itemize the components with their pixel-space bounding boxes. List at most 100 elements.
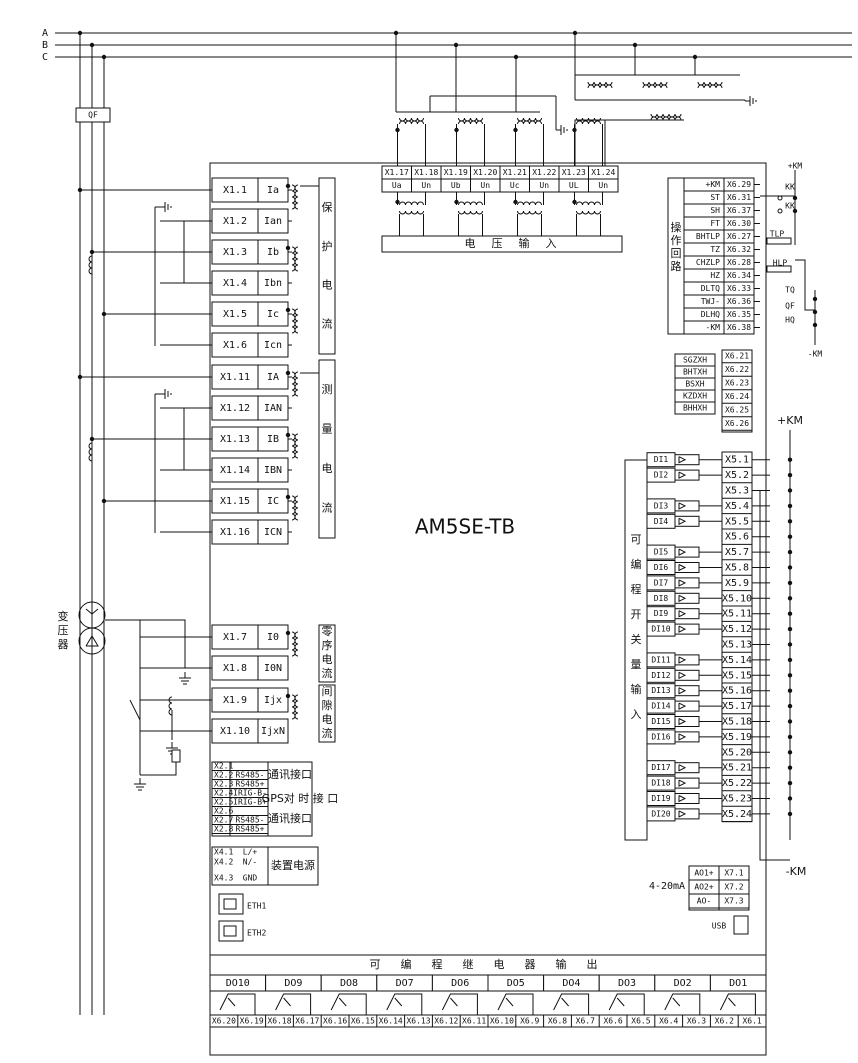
power-signal: N/-	[243, 858, 257, 867]
pt-coil-icon	[642, 81, 668, 86]
operation-terminal-X6.33: X6.33	[727, 284, 751, 293]
di-terminal-X5.12: X5.12	[722, 624, 752, 635]
signal-terminal-X6.23: X6.23	[725, 379, 749, 388]
signal-terminal-X6.21: X6.21	[725, 352, 749, 361]
di-terminal-X5.4: X5.4	[725, 501, 749, 512]
relay-contact-icon	[616, 997, 625, 1007]
relay-terminal-X6.17: X6.17	[295, 1017, 319, 1026]
current-title-char: 测	[322, 383, 333, 396]
di-title-char: 可	[631, 533, 642, 546]
voltage-name: Un	[539, 181, 549, 190]
ao-signal: AO1+	[694, 869, 713, 878]
comm-terminal: X2.2	[214, 771, 233, 780]
pt-coil-icon	[697, 84, 723, 89]
signal-name: BHHXH	[683, 404, 707, 413]
current-terminal-box	[211, 208, 259, 234]
junction-dot	[513, 199, 518, 205]
relay-terminal-X6.3: X6.3	[687, 1017, 706, 1026]
signal-name: SGZXH	[683, 356, 707, 365]
di-input-label: DI14	[651, 702, 670, 711]
comm-signal: RS485-	[236, 816, 265, 825]
static-wiring	[55, 30, 852, 1056]
current-terminal-X1.13: X1.13	[220, 434, 250, 445]
pt-coil-icon	[697, 81, 723, 86]
comm-port-label: 通讯接口	[268, 812, 312, 825]
wire	[140, 762, 177, 776]
current-name-box	[257, 718, 289, 744]
current-title-box	[318, 359, 336, 539]
di-terminal-X5.13: X5.13	[722, 640, 752, 651]
current-name: IjxN	[261, 726, 285, 737]
current-name-box	[257, 332, 289, 358]
junction-dot	[285, 183, 291, 189]
relay-terminal-X6.19: X6.19	[240, 1017, 264, 1026]
kk-switch-label: KK	[785, 183, 795, 192]
tq-label: TQ	[785, 286, 795, 295]
di-terminal-X5.8: X5.8	[725, 563, 749, 574]
current-terminal-box	[211, 718, 259, 744]
di-input-label: DI17	[651, 763, 670, 772]
di-title-char: 开	[631, 608, 642, 621]
di-input-label: DI15	[651, 717, 670, 726]
current-name-box	[257, 624, 289, 650]
relay-contact-icon	[561, 997, 569, 1007]
di-title-char: 量	[631, 658, 642, 671]
current-name: IAN	[264, 403, 282, 414]
operation-signal: HZ	[710, 271, 720, 280]
relay-contact-icon	[283, 997, 291, 1007]
relay-title-char: 编	[401, 957, 412, 971]
zero-title-char: 序	[322, 638, 333, 652]
wire	[760, 195, 796, 245]
current-name-box	[257, 519, 289, 545]
zero-title-char: 零	[322, 625, 333, 638]
di-title-char: 程	[631, 583, 642, 596]
current-terminal-box	[211, 426, 259, 452]
pt-coil-icon	[576, 210, 601, 215]
ao-terminal-box	[718, 865, 750, 911]
operation-title-char: 操	[671, 220, 682, 234]
current-title-char: 电	[322, 462, 333, 475]
voltage-name: Ua	[392, 181, 402, 190]
di-input-label: DI20	[651, 809, 670, 818]
relay-contact-icon	[505, 997, 514, 1007]
optocoupler-diode-icon	[678, 764, 687, 772]
operation-signal: DLHQ	[701, 310, 720, 319]
junction-dot	[513, 127, 518, 133]
qf-label: QF	[88, 111, 98, 120]
relay-terminal-X6.12: X6.12	[434, 1017, 458, 1026]
plate-icon	[766, 237, 792, 245]
ao-terminal-X7.3: X7.3	[724, 897, 743, 906]
pt-coil-icon	[399, 210, 424, 215]
bus-label: C	[42, 52, 48, 63]
zero-title-box	[318, 624, 336, 683]
relay-terminal-X6.18: X6.18	[267, 1017, 291, 1026]
di-terminal-X5.14: X5.14	[722, 655, 752, 666]
operation-terminal-X6.37: X6.37	[727, 206, 751, 215]
relay-terminal-X6.2: X6.2	[715, 1017, 734, 1026]
voltage-title-char: 输	[519, 236, 530, 250]
junction-dot	[89, 42, 95, 48]
junction-dot	[395, 127, 400, 133]
gap-title-char: 流	[322, 726, 333, 740]
comm-terminal: X2.3	[214, 780, 233, 789]
current-terminal-X1.11: X1.11	[220, 372, 250, 383]
current-name: IB	[267, 434, 279, 445]
relay-contact-icon	[330, 993, 367, 1015]
current-title-char: 流	[322, 500, 333, 514]
di-input-label: DI9	[654, 609, 669, 618]
switch-contact-icon	[777, 195, 783, 201]
comm-block	[211, 761, 313, 837]
relay-output-label: DO4	[562, 978, 580, 989]
optocoupler-diode-icon	[678, 687, 687, 695]
operation-signal: TWJ-	[701, 297, 720, 306]
tlp-label: TLP	[770, 230, 785, 239]
junction-dot	[393, 30, 399, 36]
pt-coil-icon	[650, 116, 682, 121]
power-block	[211, 846, 319, 886]
optocoupler-diode-icon	[678, 564, 687, 572]
bus-label: A	[42, 28, 48, 39]
transformer-label: 变	[58, 609, 69, 623]
signal-terminal-strip	[721, 349, 753, 433]
ethernet-label: ETH2	[247, 929, 266, 938]
relay-output-label: DO7	[396, 978, 414, 989]
